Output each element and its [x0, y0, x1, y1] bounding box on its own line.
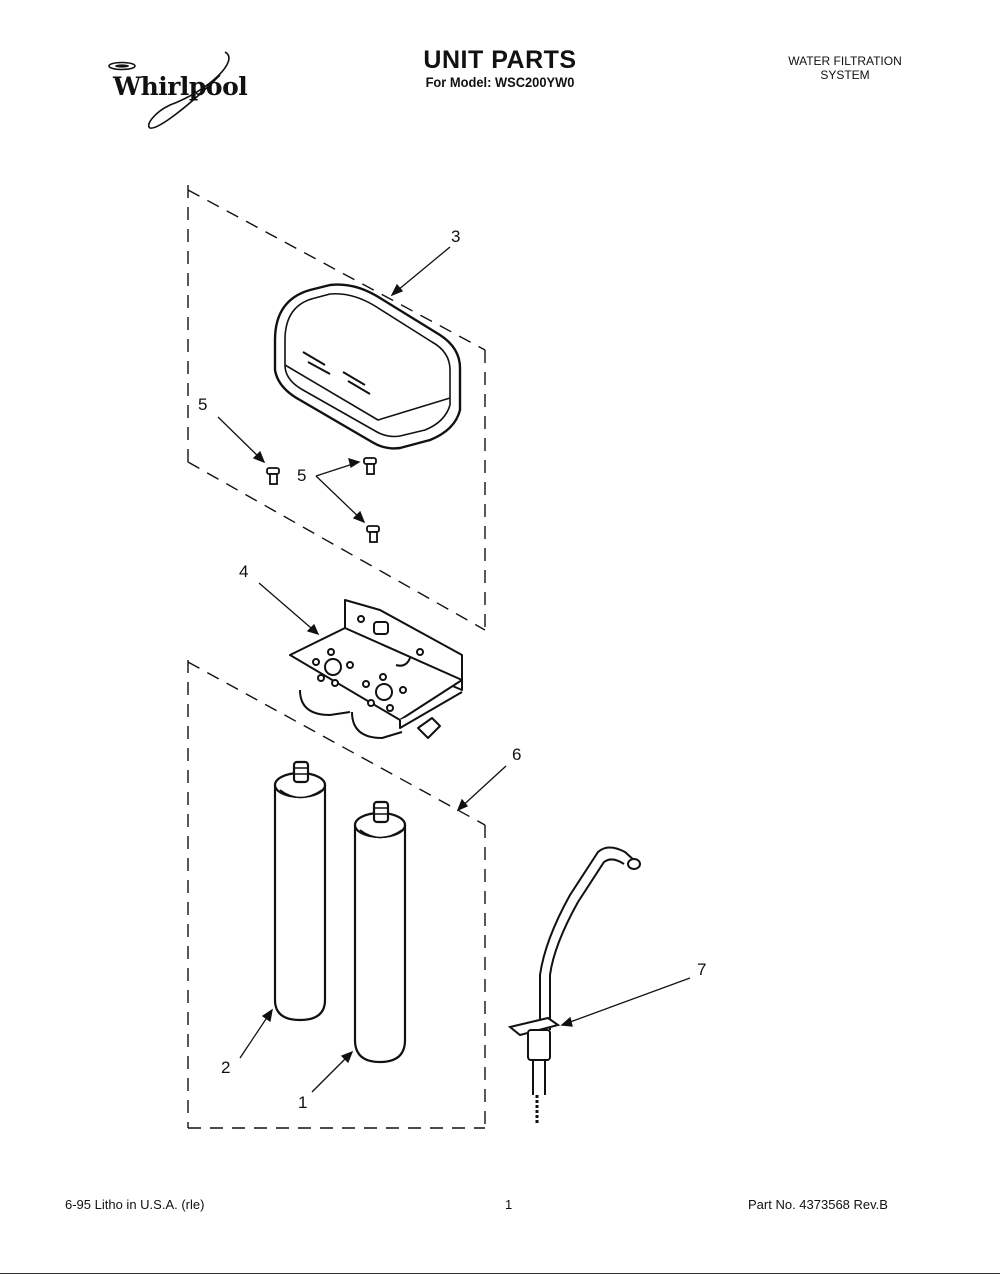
- screw-icon-b: [363, 457, 377, 475]
- lower-assembly-frame: [187, 660, 486, 1129]
- whirlpool-logo: Whirlpool: [100, 50, 260, 130]
- filter-cartridge-right: [353, 800, 407, 1064]
- faucet-part: [507, 846, 641, 1125]
- callout-7: 7: [697, 960, 706, 979]
- print-info: 6-95 Litho in U.S.A. (rle): [65, 1197, 205, 1212]
- brand-name: Whirlpool: [113, 72, 248, 101]
- system-label-line1: WATER FILTRATION: [788, 54, 902, 68]
- callout-5-right: 5: [297, 466, 306, 485]
- page-number: 1: [505, 1197, 513, 1212]
- screw-icon-a: [266, 467, 280, 485]
- bracket-part: [289, 599, 463, 739]
- logo-swoosh-icon: [108, 51, 230, 129]
- bottom-divider: [0, 1273, 1000, 1274]
- page-title: UNIT PARTS: [423, 46, 577, 74]
- callout-5-left: 5: [198, 395, 207, 414]
- cover-part: [273, 283, 462, 450]
- title-block: UNIT PARTS For Model: WSC200YW0: [400, 46, 600, 90]
- system-label: WATER FILTRATION SYSTEM: [770, 54, 920, 82]
- screw-icon-c: [366, 525, 380, 543]
- callout-6: 6: [512, 745, 521, 764]
- part-number: Part No. 4373568 Rev.B: [748, 1197, 888, 1212]
- callout-4: 4: [239, 562, 248, 581]
- leader-lines: [217, 246, 691, 1093]
- callout-3: 3: [451, 227, 460, 246]
- model-subtitle: For Model: WSC200YW0: [425, 74, 575, 90]
- filter-cartridge-left: [273, 760, 327, 1022]
- callout-2: 2: [221, 1058, 230, 1077]
- upper-assembly-frame: [187, 185, 486, 631]
- callout-1: 1: [298, 1093, 307, 1112]
- system-label-line2: SYSTEM: [820, 68, 870, 82]
